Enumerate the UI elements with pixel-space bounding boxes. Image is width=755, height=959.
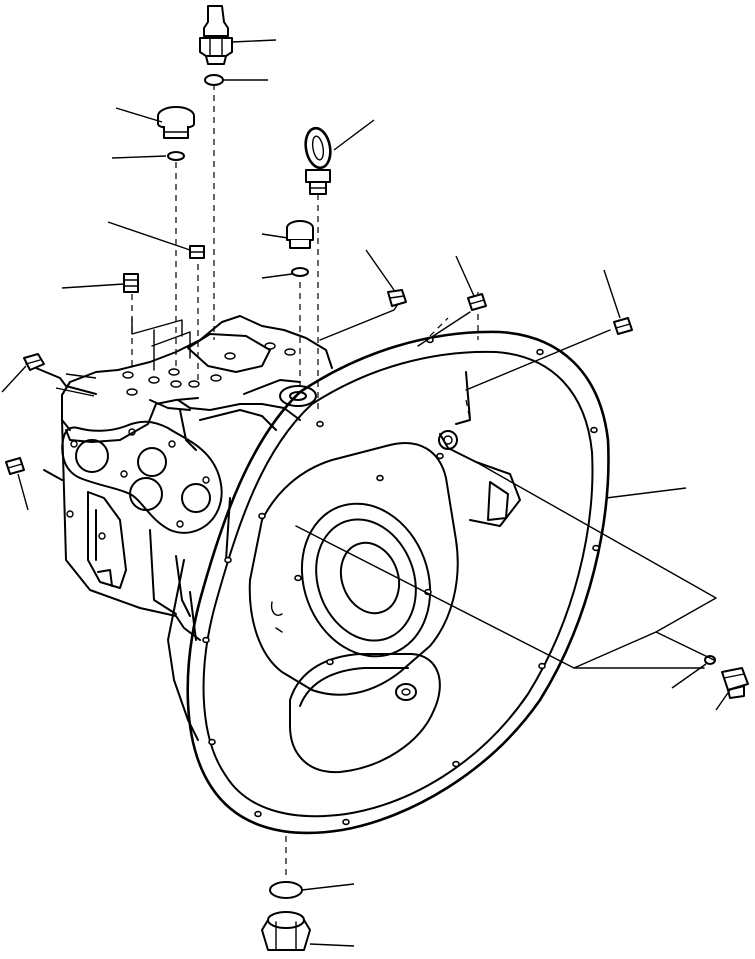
- fitting-top: [199, 5, 277, 65]
- small-plug-b: [61, 273, 139, 293]
- small-plug-c: [365, 249, 407, 307]
- flywheel-housing: [186, 330, 610, 835]
- plug-center: [261, 220, 314, 249]
- plug-left: [115, 106, 195, 139]
- misc-leaders: [55, 373, 97, 397]
- o-ring-center: [261, 267, 309, 279]
- bracket-lines: [131, 303, 717, 669]
- housing-body: [35, 315, 333, 741]
- o-ring-left: [111, 151, 185, 161]
- small-plug-d: [455, 255, 487, 311]
- drain-plug-bottom: [261, 911, 355, 951]
- assembly-axis-lines: [131, 84, 479, 880]
- small-plug-g: [5, 457, 29, 511]
- leader-flywheel: [605, 487, 687, 499]
- o-ring-right: [671, 655, 716, 689]
- plug-right: [715, 667, 749, 711]
- small-plug-f: [1, 353, 45, 393]
- eyebolt: [304, 119, 375, 195]
- small-plug-e: [603, 269, 633, 335]
- o-ring-top: [204, 74, 268, 86]
- small-plug-a: [107, 221, 205, 259]
- o-ring-bottom: [269, 881, 355, 899]
